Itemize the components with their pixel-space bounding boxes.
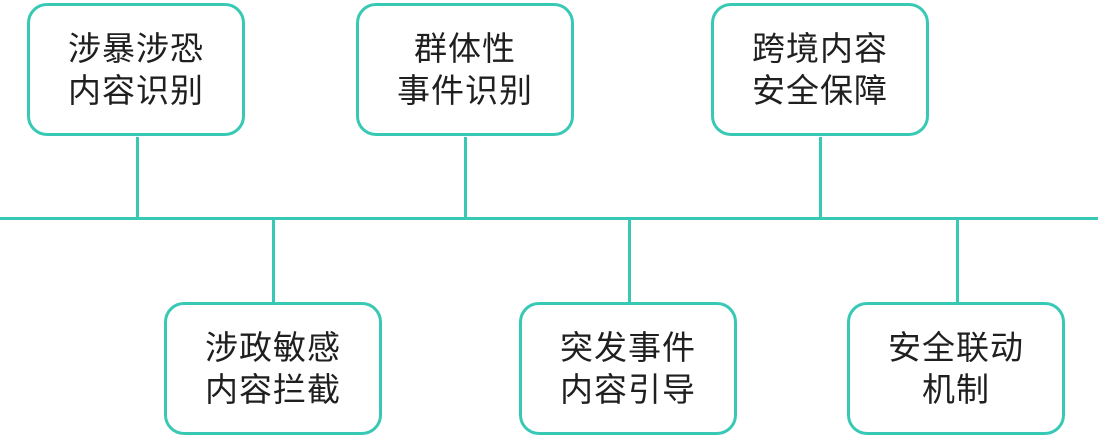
node-label-line-1: 涉政敏感 <box>205 327 341 367</box>
node-label-line-2: 内容识别 <box>68 70 204 110</box>
node-emergency-content-guidance: 突发事件 内容引导 <box>519 302 737 435</box>
connector-bottom-2 <box>628 218 631 303</box>
main-horizontal-line <box>0 217 1098 220</box>
node-label-line-1: 安全联动 <box>888 327 1024 367</box>
node-label-line-2: 内容拦截 <box>205 369 341 409</box>
node-label-line-1: 涉暴涉恐 <box>68 28 204 68</box>
node-group-event-recognition: 群体性 事件识别 <box>356 3 574 136</box>
connector-top-1 <box>136 137 139 219</box>
connector-top-3 <box>819 137 822 219</box>
node-label-line-1: 突发事件 <box>560 327 696 367</box>
node-cross-border-content-security: 跨境内容 安全保障 <box>711 3 929 136</box>
node-security-linkage-mechanism: 安全联动 机制 <box>847 302 1065 435</box>
node-label-line-2: 内容引导 <box>560 369 696 409</box>
node-label-line-2: 事件识别 <box>397 70 533 110</box>
node-label-line-1: 群体性 <box>414 28 516 68</box>
node-label-line-2: 机制 <box>922 369 990 409</box>
node-violent-terror-content-recognition: 涉暴涉恐 内容识别 <box>27 3 245 136</box>
connector-bottom-1 <box>272 218 275 303</box>
connector-top-2 <box>464 137 467 219</box>
node-label-line-1: 跨境内容 <box>752 28 888 68</box>
node-political-sensitive-interception: 涉政敏感 内容拦截 <box>164 302 382 435</box>
connector-bottom-3 <box>956 218 959 303</box>
node-label-line-2: 安全保障 <box>752 70 888 110</box>
